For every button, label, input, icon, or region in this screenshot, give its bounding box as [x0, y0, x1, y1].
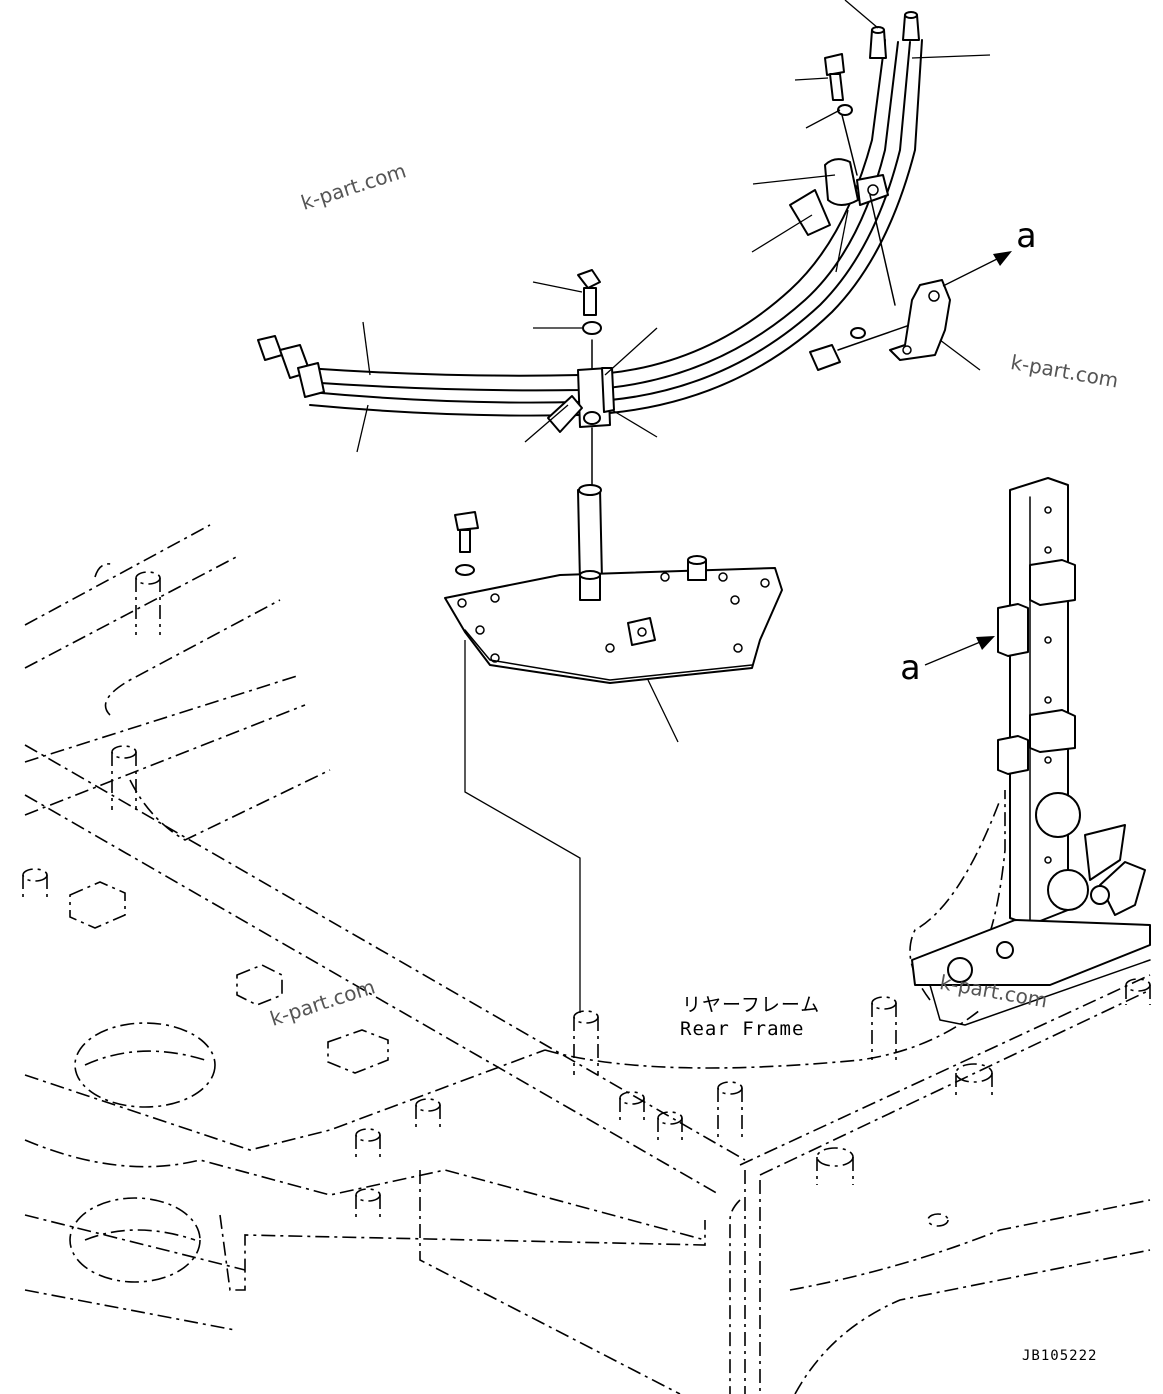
mounting-plate	[444, 555, 783, 684]
reference-mark-lower: a	[900, 648, 921, 688]
leader-lines	[356, 0, 1012, 1013]
upper-clamp-assembly	[789, 53, 951, 371]
hydraulic-hoses	[257, 11, 923, 417]
frame-label-english: Rear Frame	[680, 1018, 805, 1040]
frame-label-japanese: リヤーフレーム	[682, 994, 821, 1016]
frame-bosses	[22, 563, 1151, 1227]
reference-mark-upper: a	[1016, 216, 1037, 256]
support-post	[911, 477, 1151, 1026]
center-clamp-assembly	[454, 269, 615, 583]
drawing-code: JB105222	[1022, 1348, 1098, 1364]
